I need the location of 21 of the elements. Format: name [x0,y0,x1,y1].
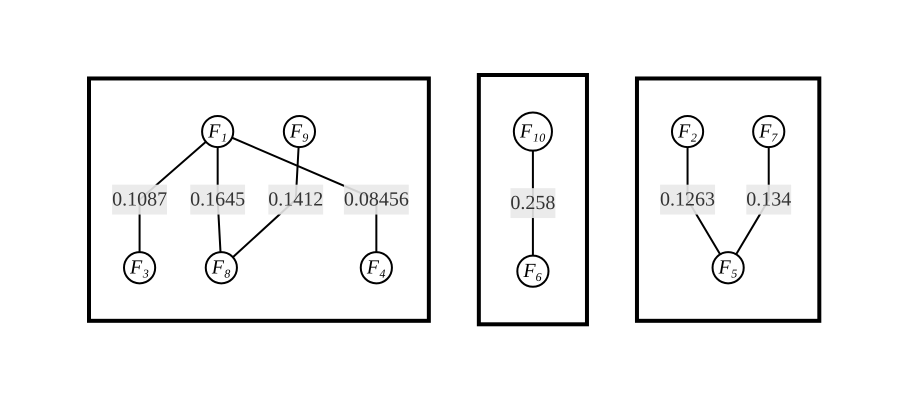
node-circle: F₄ [360,252,394,285]
edge-label: 0.258 [510,192,556,214]
node-circle: F₁ [201,115,235,148]
node-circle: F₃ [123,252,157,285]
edge-label: 0.1645 [190,188,246,211]
cluster [635,76,822,324]
node-circle: F₂ [671,115,704,148]
connector [232,137,378,252]
edge-label: 0.1263 [660,188,716,211]
edge-label: 0.1087 [112,188,168,211]
edge-label: 0.08456 [344,188,410,211]
edge-label: 0.1412 [268,188,324,211]
node-circle: F₇ [752,115,786,148]
node-circle: F₈ [205,252,238,285]
edge-label: 0.134 [746,188,792,211]
node-circle: F₁₀ [513,112,554,152]
node-circle: F₉ [283,115,316,148]
cluster [477,73,590,327]
node-circle: F₅ [712,252,746,285]
cluster [87,76,432,324]
node-circle: F₆ [516,254,550,288]
